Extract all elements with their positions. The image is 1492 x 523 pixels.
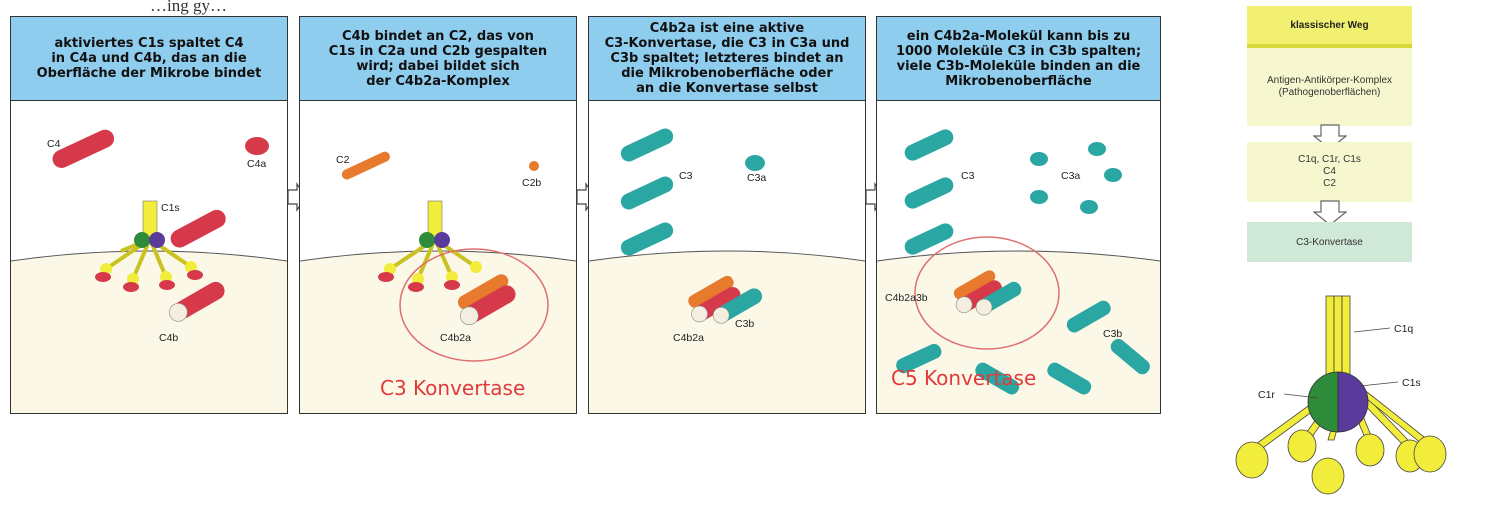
c3a-fragments xyxy=(1030,142,1122,214)
label-c3a: C3a xyxy=(747,172,766,184)
c2b-fragment xyxy=(529,161,539,171)
c3-molecules xyxy=(904,129,954,255)
panel-1-header: aktiviertes C1s spaltet C4 in C4a und C4… xyxy=(11,17,287,101)
c1-complex xyxy=(95,200,203,292)
label-c2b: C2b xyxy=(522,177,541,189)
highlight-circle xyxy=(399,248,549,362)
c4-molecule xyxy=(52,129,115,168)
c4b2a3b-complex xyxy=(953,270,1022,316)
label-c1q: C1q xyxy=(1394,323,1413,335)
c5-convertase-annotation: C5 Konvertase xyxy=(891,366,1036,390)
label-c3b: C3b xyxy=(735,318,754,330)
label-c4b2a3b: C4b2a3b xyxy=(885,292,928,304)
panel-2: C4b bindet an C2, das von C1s in C2a und… xyxy=(299,16,577,414)
c3b-bound-molecules xyxy=(896,300,1150,395)
pathway-separator xyxy=(1247,44,1412,48)
panel-2-header: C4b bindet an C2, das von C1s in C2a und… xyxy=(300,17,576,101)
panel-4-header: ein C4b2a-Molekül kann bis zu 1000 Molek… xyxy=(877,17,1160,101)
pathway-step-c1-c4-c2: C1q, C1r, C1s C4 C2 xyxy=(1247,142,1412,202)
c1-complex xyxy=(378,200,482,292)
label-c4a: C4a xyxy=(247,158,266,170)
c4a-fragment xyxy=(245,137,269,155)
label-c3b: C3b xyxy=(1103,328,1122,340)
panel-3-header: C4b2a ist eine aktive C3-Konvertase, die… xyxy=(589,17,865,101)
c4b2a-complex xyxy=(457,274,516,326)
c3-convertase-annotation: C3 Konvertase xyxy=(380,376,525,400)
c3a-fragment xyxy=(745,155,765,171)
c4b-molecule xyxy=(169,281,225,322)
label-c1s: C1s xyxy=(1402,377,1421,389)
c4b2a3b-complex xyxy=(688,275,763,324)
c3-molecules xyxy=(620,128,674,256)
label-c4: C4 xyxy=(47,138,61,150)
label-c4b2a: C4b2a xyxy=(673,332,704,344)
pathway-title: klassischer Weg xyxy=(1247,6,1412,44)
classical-pathway-box: klassischer Weg Antigen-Antikörper-Kompl… xyxy=(1247,6,1412,262)
label-c1r: C1r xyxy=(1258,389,1275,401)
panel-3: C4b2a ist eine aktive C3-Konvertase, die… xyxy=(588,16,866,414)
label-c4b: C4b xyxy=(159,332,178,344)
pathway-step-antigen: Antigen-Antikörper-Komplex (Pathogenober… xyxy=(1247,48,1412,126)
c2-molecule xyxy=(341,151,390,180)
panel-1: aktiviertes C1s spaltet C4 in C4a und C4… xyxy=(10,16,288,414)
pathway-arrow-down-icon xyxy=(1313,200,1347,226)
panel-3-illustration: C3 C3a C4b2a C3b xyxy=(589,128,865,413)
label-c1s: C1s xyxy=(161,202,180,214)
label-c3a: C3a xyxy=(1061,170,1080,182)
highlight-circle xyxy=(914,236,1060,350)
label-c3: C3 xyxy=(961,170,975,182)
label-c4b2a: C4b2a xyxy=(440,332,471,344)
label-c3: C3 xyxy=(679,170,693,182)
panel-4-illustration: C3 C3a C4b2a3b C3b C5 Konvertase xyxy=(877,129,1160,413)
panel-2-illustration: C2 C2b C4b2a C3 Konvertase xyxy=(300,151,576,413)
cropped-caption: …ing gy… xyxy=(150,0,227,15)
label-c2: C2 xyxy=(336,154,350,166)
panel-1-illustration: C4 C4a C1s C4b xyxy=(11,129,287,413)
pathway-step-c3-convertase: C3-Konvertase xyxy=(1247,222,1412,262)
c1-molecule-diagram: C1q C1r C1s xyxy=(1235,295,1447,495)
panel-4: ein C4b2a-Molekül kann bis zu 1000 Molek… xyxy=(876,16,1161,414)
